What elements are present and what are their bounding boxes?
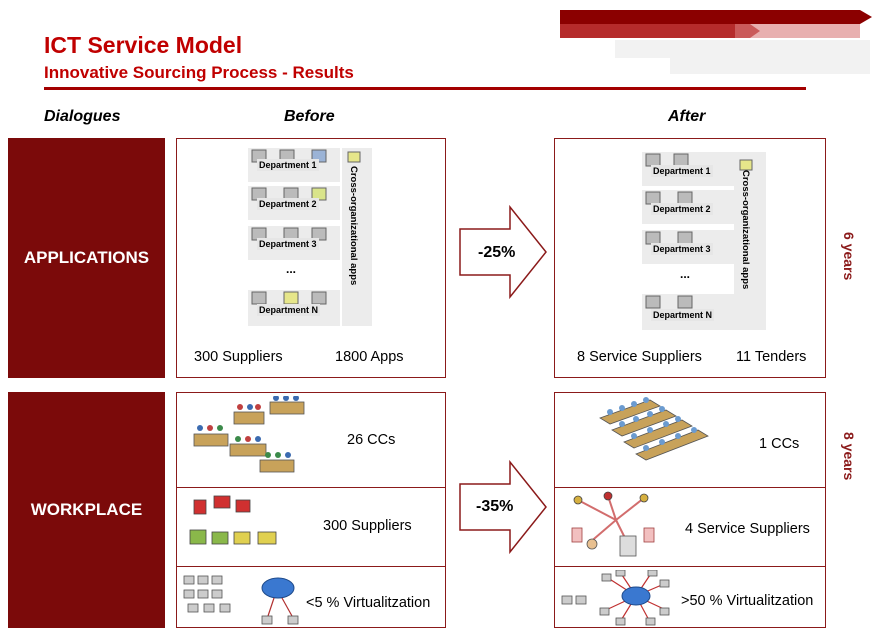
after-department-1: Department 1 <box>651 165 713 177</box>
after-virtualization-rate: >50 % Virtualitzation <box>681 593 814 609</box>
workplace-before-divider-2 <box>176 566 446 567</box>
applications-reduction-value: -25% <box>478 244 516 261</box>
workplace-after-divider-2 <box>554 566 826 567</box>
after-department-n: Department N <box>651 309 715 321</box>
after-service-suppliers: 8 Service Suppliers <box>577 349 702 365</box>
before-suppliers-illustration <box>189 495 277 545</box>
row-label-workplace: WORKPLACE <box>8 392 165 628</box>
after-department-2: Department 2 <box>651 203 713 215</box>
row-label-applications: APPLICATIONS <box>8 138 165 378</box>
after-cross-org-apps-label: Cross-organizational apps <box>740 170 751 290</box>
before-virtualization-rate: <5 % Virtualitzation <box>306 595 431 611</box>
applications-duration: 6 years <box>841 232 857 281</box>
after-ccs-illustration <box>599 397 709 461</box>
before-app-count: 1800 Apps <box>335 349 404 365</box>
before-department-2: Department 2 <box>257 198 319 210</box>
applications-reduction-arrow <box>459 205 547 299</box>
after-service-suppliers-workplace: 4 Service Suppliers <box>685 521 810 537</box>
before-department-1: Department 1 <box>257 159 319 171</box>
after-virtualization-illustration <box>561 570 670 626</box>
after-department-3: Department 3 <box>651 243 713 255</box>
page-title: ICT Service Model <box>44 32 243 58</box>
workplace-reduction-value: -35% <box>476 498 514 515</box>
column-header-after: After <box>668 108 706 125</box>
before-cross-org-apps-label: Cross-organizational apps <box>348 166 359 286</box>
before-ccs-illustration <box>193 396 305 473</box>
before-virtualization-illustration <box>183 575 299 625</box>
before-ccs-count: 26 CCs <box>347 432 396 448</box>
column-header-dialogues: Dialogues <box>44 108 121 125</box>
page-subtitle: Innovative Sourcing Process - Results <box>44 63 354 82</box>
before-department-n: Department N <box>257 304 321 316</box>
workplace-after-divider-1 <box>554 487 826 488</box>
after-ccs-count: 1 CCs <box>759 436 800 452</box>
title-divider <box>44 87 806 90</box>
before-app-suppliers: 300 Suppliers <box>194 349 283 365</box>
workplace-after-panel <box>554 392 826 628</box>
before-department-ellipsis: ... <box>286 262 297 276</box>
workplace-before-divider-1 <box>176 487 446 488</box>
after-suppliers-illustration <box>571 491 655 557</box>
after-department-ellipsis: ... <box>680 267 691 281</box>
column-header-before: Before <box>284 108 335 125</box>
after-tenders: 11 Tenders <box>736 349 807 365</box>
workplace-reduction-arrow <box>459 460 547 554</box>
workplace-duration: 8 years <box>841 432 857 481</box>
workplace-before-panel <box>176 392 446 628</box>
before-workplace-suppliers: 300 Suppliers <box>323 518 412 534</box>
before-department-3: Department 3 <box>257 238 319 250</box>
header-banner-graphic <box>560 10 872 74</box>
